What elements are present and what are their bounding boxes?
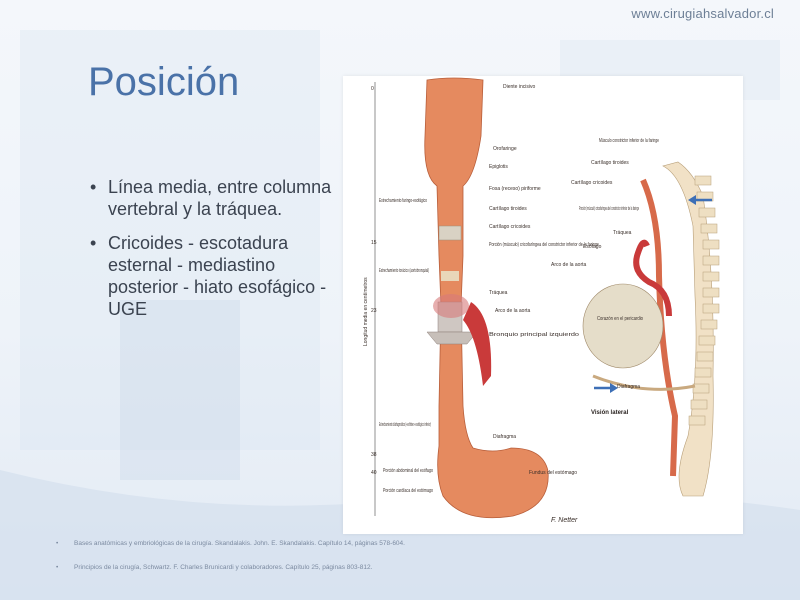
lateral-label: Diafragma [617,384,640,390]
references: • Bases anatómicas y embriológicas de la… [56,540,756,588]
arrow-icon [688,195,712,205]
figure-label: Diafragma [493,434,516,440]
figure-label: Estrechamiento faringo-esofágico [379,198,427,204]
figure-label: Tráquea [489,290,508,296]
bullet-dot: • [56,540,59,547]
lateral-label: Cartílago cricoides [571,180,613,186]
figure-label: Estrechamiento diafragmático («esfínter»… [379,422,431,428]
signature: F. Netter [551,517,578,524]
reference-text: Principios de la cirugía, Schwartz. F. C… [74,564,373,571]
bullet-item: • Cricoides - escotadura esternal - medi… [88,232,338,320]
lateral-label: Músculo constrictor inferior de la farin… [599,138,659,144]
bullet-dot: • [90,233,97,253]
axis-label: Longitud media en centímetros [363,277,369,346]
lateral-label: Porción (músculo) cricofaríngea del cons… [579,206,639,212]
figure-label: Epiglotis [489,164,508,170]
lateral-label: Tráquea [613,230,632,236]
figure-label: Cartílago cricoides [489,224,531,230]
tick-label: 38 [371,452,377,458]
bullet-list: • Línea media, entre columna vertebral y… [88,176,338,332]
lateral-label: Cartílago tiroides [591,160,629,166]
lateral-label: Corazón en el pericardio [597,316,643,322]
page-title: Posición [88,60,240,104]
figure-label: Cartílago tiroides [489,206,527,212]
figure-label: Porción abdominal del esófago [383,468,433,474]
figure-label: Estrechamiento torácico (aortobronquial) [379,268,429,274]
lateral-label: Esófago [583,244,602,250]
lateral-caption: Visión lateral [591,410,629,416]
arrow-icon [594,383,618,393]
tick-label: 40 [371,470,377,476]
bullet-text: Línea media, entre columna vertebral y l… [108,177,332,219]
figure-label: Bronquio principal izquierdo [489,332,579,338]
site-url[interactable]: www.cirugiahsalvador.cl [631,6,774,21]
lateral-label: Arco de la aorta [551,262,587,268]
tick-label: 0 [371,86,374,92]
anatomy-figure: 0 15 23 38 40 Longitud media en centímet… [343,76,743,534]
tick-label: 23 [371,308,377,314]
bullet-item: • Línea media, entre columna vertebral y… [88,176,338,220]
figure-label: Porción cardíaca del estómago [383,488,433,494]
figure-label: Arco de la aorta [495,308,531,314]
reference-item: • Bases anatómicas y embriológicas de la… [56,540,756,564]
reference-item: • Principios de la cirugía, Schwartz. F.… [56,564,756,588]
figure-label: Orofaringe [493,146,517,152]
reference-text: Bases anatómicas y embriológicas de la c… [74,540,405,547]
figure-label: Fosa (receso) piriforme [489,186,541,192]
figure-label: Diente incisivo [503,84,535,90]
figure-label: Porción (músculo) cricofaríngea del cons… [489,242,599,248]
bullet-text: Cricoides - escotadura esternal - medias… [108,233,327,319]
tick-label: 15 [371,240,377,246]
figure-label: Fundus del estómago [529,470,577,476]
bullet-dot: • [56,564,59,571]
bullet-dot: • [90,177,97,197]
